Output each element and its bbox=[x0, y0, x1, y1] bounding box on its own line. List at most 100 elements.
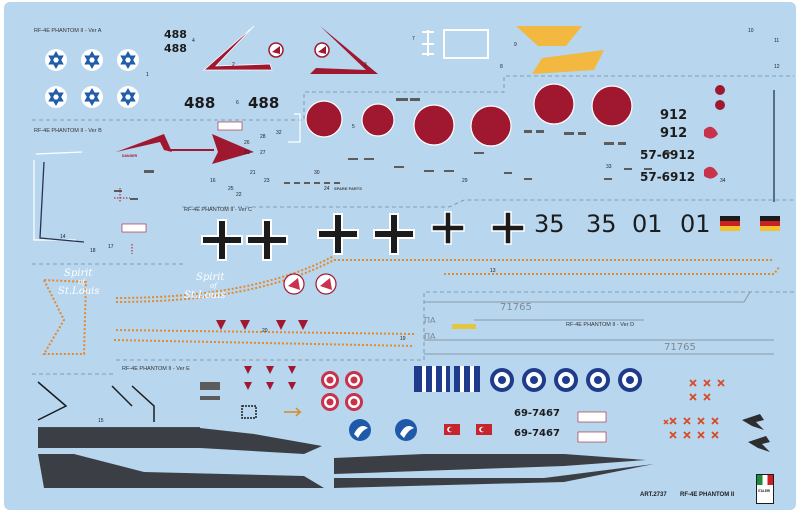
version-e-label: RF-4E PHANTOM II - Ver E bbox=[122, 366, 190, 372]
stencil-boxes bbox=[121, 121, 607, 443]
version-b-label: RF-4E PHANTOM II - Ver B bbox=[34, 128, 102, 134]
red-badges-right bbox=[704, 85, 725, 179]
section-dividers bbox=[32, 75, 794, 375]
italeri-brand: ITALERI bbox=[758, 489, 771, 493]
serial-71765-2: 71765 bbox=[664, 342, 696, 353]
decal-number: 23 bbox=[264, 178, 270, 184]
italeri-flag-stripe bbox=[757, 475, 773, 485]
decal-number: 13 bbox=[490, 268, 496, 274]
serial-57-6912-2: 57-6912 bbox=[640, 170, 696, 184]
aircraft-silhouettes bbox=[742, 414, 770, 452]
ver-b-chevrons bbox=[116, 134, 254, 164]
decal-number: 24 bbox=[324, 186, 330, 192]
decal-number: 28 bbox=[260, 134, 266, 140]
serial-57-6912-1: 57-6912 bbox=[640, 148, 696, 162]
german-crosses bbox=[201, 211, 525, 261]
version-d-label: RF-4E PHANTOM II - Ver D bbox=[566, 322, 635, 328]
decal-number: 20 bbox=[262, 328, 268, 334]
dark-canopy-outline bbox=[39, 90, 775, 243]
stencil-detail-marks bbox=[114, 98, 672, 400]
spirit-text-1b: of bbox=[78, 278, 85, 286]
spirit-text-1c: St.Louis bbox=[58, 286, 100, 297]
spirit-text-2c: St.Louis bbox=[184, 290, 226, 301]
italeri-logo: ITALERI bbox=[756, 474, 774, 504]
danger-label-1: DANGER bbox=[122, 154, 138, 158]
spare-parts-label: SPARE PARTS bbox=[334, 186, 362, 191]
decal-number: 17 bbox=[108, 244, 114, 250]
ver-d-lines bbox=[424, 291, 774, 355]
turkish-flags bbox=[444, 424, 492, 435]
decal-number: 9 bbox=[514, 42, 517, 48]
decal-number: 34 bbox=[720, 178, 726, 184]
walkway-lines bbox=[42, 255, 781, 355]
code-912-1: 912 bbox=[660, 108, 688, 123]
hinomaru-roundels bbox=[305, 83, 633, 147]
arrow-marks bbox=[284, 407, 302, 417]
decal-artwork bbox=[32, 25, 794, 488]
decal-number: 30 bbox=[314, 170, 320, 176]
serial-69-7467-2: 69-7467 bbox=[514, 428, 560, 439]
decal-number: 12 bbox=[774, 64, 780, 70]
danger-label-2: DANGER bbox=[218, 154, 234, 158]
squadron-badges-a bbox=[268, 42, 330, 58]
code-488-large-1: 488 bbox=[184, 94, 216, 112]
german-flags bbox=[720, 216, 780, 231]
version-a-label: RF-4E PHANTOM II - Ver A bbox=[34, 28, 102, 34]
decal-number: 32 bbox=[276, 130, 282, 136]
decal-number: 33 bbox=[606, 164, 612, 170]
decal-number: 29 bbox=[462, 178, 468, 184]
code-488-large-2: 488 bbox=[248, 94, 280, 112]
decal-number: 14 bbox=[60, 234, 66, 240]
decal-number: 15 bbox=[98, 418, 104, 424]
pa-marking-2: ΠΑ bbox=[424, 332, 436, 341]
ver-e-outlines bbox=[37, 381, 257, 429]
decal-number: 7 bbox=[412, 36, 415, 42]
code-488-small-1: 488 bbox=[164, 28, 187, 41]
decal-number: 19 bbox=[400, 336, 406, 342]
decal-number: 11 bbox=[774, 38, 780, 44]
red-dotted-lines bbox=[114, 188, 133, 254]
greek-fin-flashes bbox=[414, 366, 480, 392]
code-35-1: 35 bbox=[534, 210, 565, 238]
decal-number: 22 bbox=[236, 192, 242, 198]
decal-number: 10 bbox=[748, 28, 754, 34]
decal-number: 8 bbox=[500, 64, 503, 70]
serial-71765-1: 71765 bbox=[500, 302, 532, 313]
code-912-2: 912 bbox=[660, 126, 688, 141]
pa-marking-1: ΠΑ bbox=[424, 316, 436, 325]
greek-roundels bbox=[490, 368, 642, 392]
decal-number: 31 bbox=[244, 150, 250, 156]
turkish-roundels bbox=[321, 371, 363, 411]
decal-number: 25 bbox=[228, 186, 234, 192]
decal-number: 4 bbox=[192, 38, 195, 44]
decal-number: 16 bbox=[210, 178, 216, 184]
bird-badges bbox=[349, 419, 417, 441]
serial-69-7467-1: 69-7467 bbox=[514, 408, 560, 419]
decal-number: 6 bbox=[236, 100, 239, 106]
decal-number: 5 bbox=[352, 124, 355, 130]
decal-number: 26 bbox=[244, 140, 250, 146]
white-outline-decals bbox=[422, 29, 489, 59]
decal-number: 27 bbox=[260, 150, 266, 156]
decal-number: 3 bbox=[364, 62, 367, 68]
spirit-text-2b: of bbox=[210, 282, 217, 290]
israeli-roundels bbox=[45, 49, 139, 108]
spirit-text-2a: Spirit bbox=[196, 272, 225, 283]
yellow-tag bbox=[452, 324, 476, 329]
code-01-1: 01 bbox=[632, 210, 663, 238]
red-tail-chevrons bbox=[202, 25, 378, 74]
red-triangle-badges bbox=[216, 320, 308, 390]
art-number: ART.2737 bbox=[640, 492, 667, 498]
mission-tally-markers bbox=[663, 379, 725, 439]
code-35-2: 35 bbox=[586, 210, 617, 238]
code-01-2: 01 bbox=[680, 210, 711, 238]
decal-sheet: RF-4E PHANTOM II - Ver A RF-4E PHANTOM I… bbox=[4, 2, 796, 510]
model-name: RF-4E PHANTOM II bbox=[680, 492, 735, 498]
yellow-tail-bands bbox=[516, 26, 604, 74]
decal-number: 21 bbox=[250, 170, 256, 176]
version-c-label: RF-4E PHANTOM II - Ver C bbox=[184, 207, 253, 213]
decal-number: 2 bbox=[232, 62, 235, 68]
spirit-text-1a: Spirit bbox=[64, 268, 93, 279]
code-488-small-2: 488 bbox=[164, 42, 187, 55]
ver-c-badges bbox=[283, 273, 337, 295]
